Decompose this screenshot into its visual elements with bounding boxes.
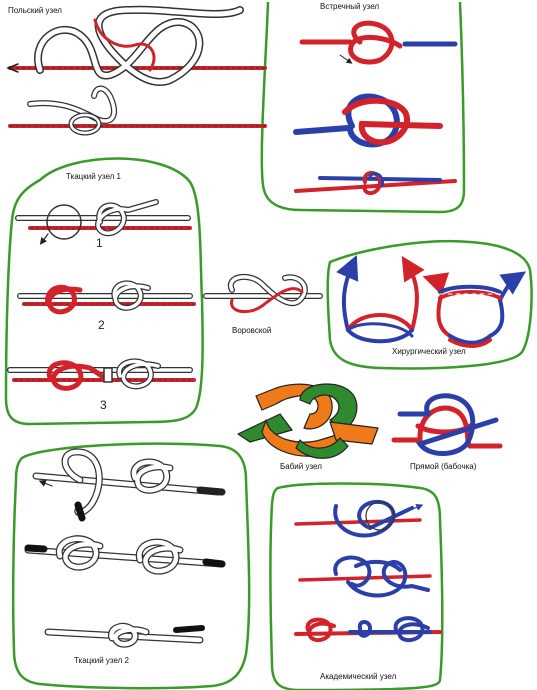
weaver-knot-2-illustration	[24, 448, 226, 648]
step-number-1: 1	[96, 236, 103, 250]
label-academic-knot: Академический узел	[320, 672, 397, 681]
academic-knot-illustration	[294, 499, 442, 643]
granny-knot-illustration	[237, 383, 379, 459]
label-weaver-knot-1: Ткацкий узел 1	[66, 172, 122, 181]
label-thief-knot: Воровской	[232, 326, 272, 335]
label-granny-knot: Бабий узел	[280, 462, 322, 471]
frame-weaver-knot-1	[4, 157, 204, 426]
weaver-knot-1-illustration	[7, 199, 196, 391]
surgeon-knot-illustration	[336, 255, 526, 348]
polish-knot-illustration	[5, 5, 267, 136]
frame-weaver-knot-2	[11, 442, 251, 690]
step-number-3: 3	[100, 398, 107, 412]
counter-knot-illustration	[293, 20, 458, 195]
step-number-2: 2	[98, 318, 105, 332]
label-surgeon-knot: Хирургический узел	[392, 347, 466, 356]
label-weaver-knot-2: Ткацкий узел 2	[74, 656, 130, 665]
thief-knot-illustration	[203, 273, 323, 314]
label-reef-knot: Прямой (бабочка)	[410, 462, 477, 471]
label-polish-knot: Польский узел	[8, 6, 62, 15]
frame-counter-knot	[260, 1, 466, 214]
frame-surgeon-knot	[326, 240, 533, 370]
label-counter-knot: Встречный узел	[320, 2, 380, 11]
reef-knot-illustration	[391, 393, 503, 456]
frame-academic-knot	[269, 482, 444, 690]
